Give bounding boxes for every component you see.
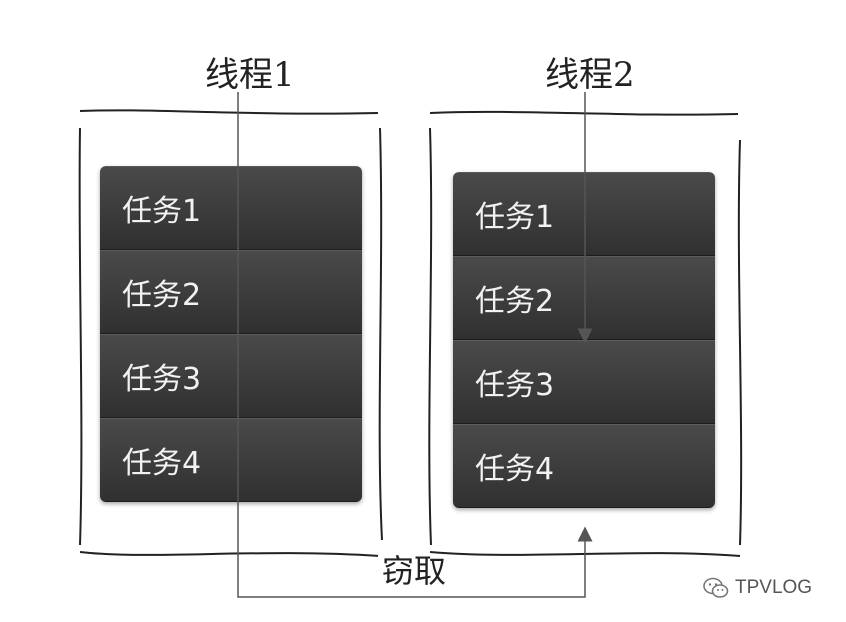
- thread-2-task-1: 任务1: [453, 172, 715, 256]
- thread-1-task-4: 任务4: [100, 418, 362, 502]
- thread-2-task-queue: 任务1 任务2 任务3 任务4: [453, 172, 715, 508]
- container-2-left-line: [428, 127, 433, 546]
- task-label: 任务1: [122, 194, 202, 229]
- container-1-right-line: [378, 127, 383, 541]
- wechat-icon: [703, 577, 729, 598]
- container-2-bottom-line: [429, 551, 741, 557]
- thread-1-title: 线程1: [205, 55, 295, 95]
- thread-1-task-3: 任务3: [100, 334, 362, 418]
- task-label: 任务4: [475, 452, 555, 487]
- task-label: 任务2: [122, 278, 202, 313]
- container-1-bottom-line: [79, 551, 381, 557]
- task-label: 任务3: [122, 362, 202, 397]
- container-2-right-line: [737, 139, 743, 546]
- watermark-text: TPVLOG: [735, 577, 813, 598]
- thread-1-task-1: 任务1: [100, 166, 362, 250]
- thread-2-task-2: 任务2: [453, 256, 715, 340]
- task-label: 任务3: [475, 368, 555, 403]
- container-2-top-line: [429, 110, 739, 116]
- container-1-top-line: [79, 109, 379, 115]
- container-1-left-line: [78, 127, 83, 546]
- task-label: 任务2: [475, 284, 555, 319]
- thread-1-task-queue: 任务1 任务2 任务3 任务4: [100, 166, 362, 502]
- steal-label: 窃取: [378, 555, 451, 587]
- thread-1-task-2: 任务2: [100, 250, 362, 334]
- thread-2-title: 线程2: [545, 55, 635, 95]
- thread-2-task-4: 任务4: [453, 424, 715, 508]
- thread-2-task-3: 任务3: [453, 340, 715, 424]
- task-label: 任务4: [122, 446, 202, 481]
- task-label: 任务1: [475, 200, 555, 235]
- watermark: TPVLOG: [703, 577, 812, 599]
